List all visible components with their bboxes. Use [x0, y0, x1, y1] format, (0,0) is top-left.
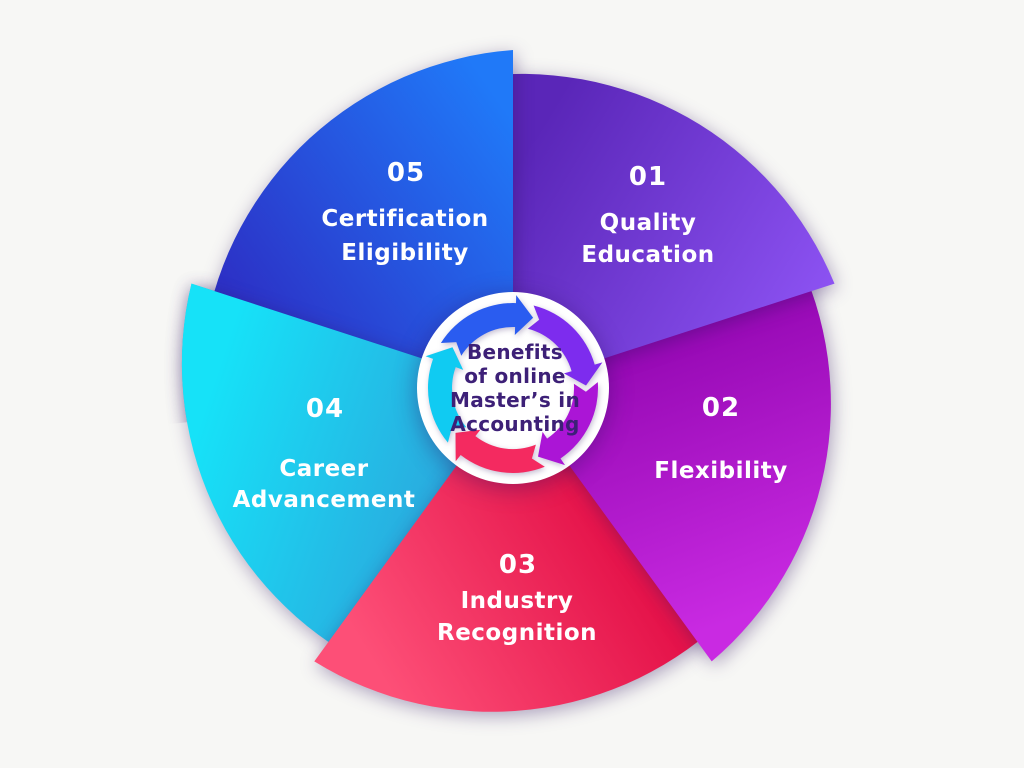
segment-05-label-line-1: Certification [321, 206, 488, 232]
segment-05-number: 05 [387, 158, 425, 188]
center-title-line-1: Benefits [467, 340, 563, 364]
segment-05-wedge [204, 50, 514, 388]
segment-01-label-line-1: Quality [600, 210, 697, 236]
center-title-line-4: Accounting [450, 412, 579, 436]
segment-05-label-line-2: Eligibility [341, 240, 468, 266]
segment-02-number: 02 [702, 393, 740, 423]
center-title-line-2: of online [464, 364, 566, 388]
cycle-arrow-01-icon [527, 305, 603, 386]
segment-04-number: 04 [306, 394, 344, 424]
center-title-line-3: Master’s in [450, 388, 580, 412]
segment-03-label-line-2: Recognition [437, 620, 597, 646]
segment-01-label-line-2: Education [581, 242, 714, 268]
segment-02-label-line-1: Flexibility [654, 458, 788, 484]
cycle-arrow-04-icon [425, 347, 467, 443]
segment-03-label-line-1: Industry [461, 588, 574, 614]
segment-03-wedge [314, 388, 731, 712]
segment-04-label-line-2: Advancement [233, 487, 416, 513]
segment-04-label-line-1: Career [279, 456, 368, 482]
cycle-arrow-02-icon [538, 382, 599, 466]
cycle-arrow-05-icon [440, 295, 534, 356]
segment-03-number: 03 [499, 550, 537, 580]
cycle-arrow-03-icon [455, 429, 545, 473]
segment-01-number: 01 [629, 162, 667, 192]
